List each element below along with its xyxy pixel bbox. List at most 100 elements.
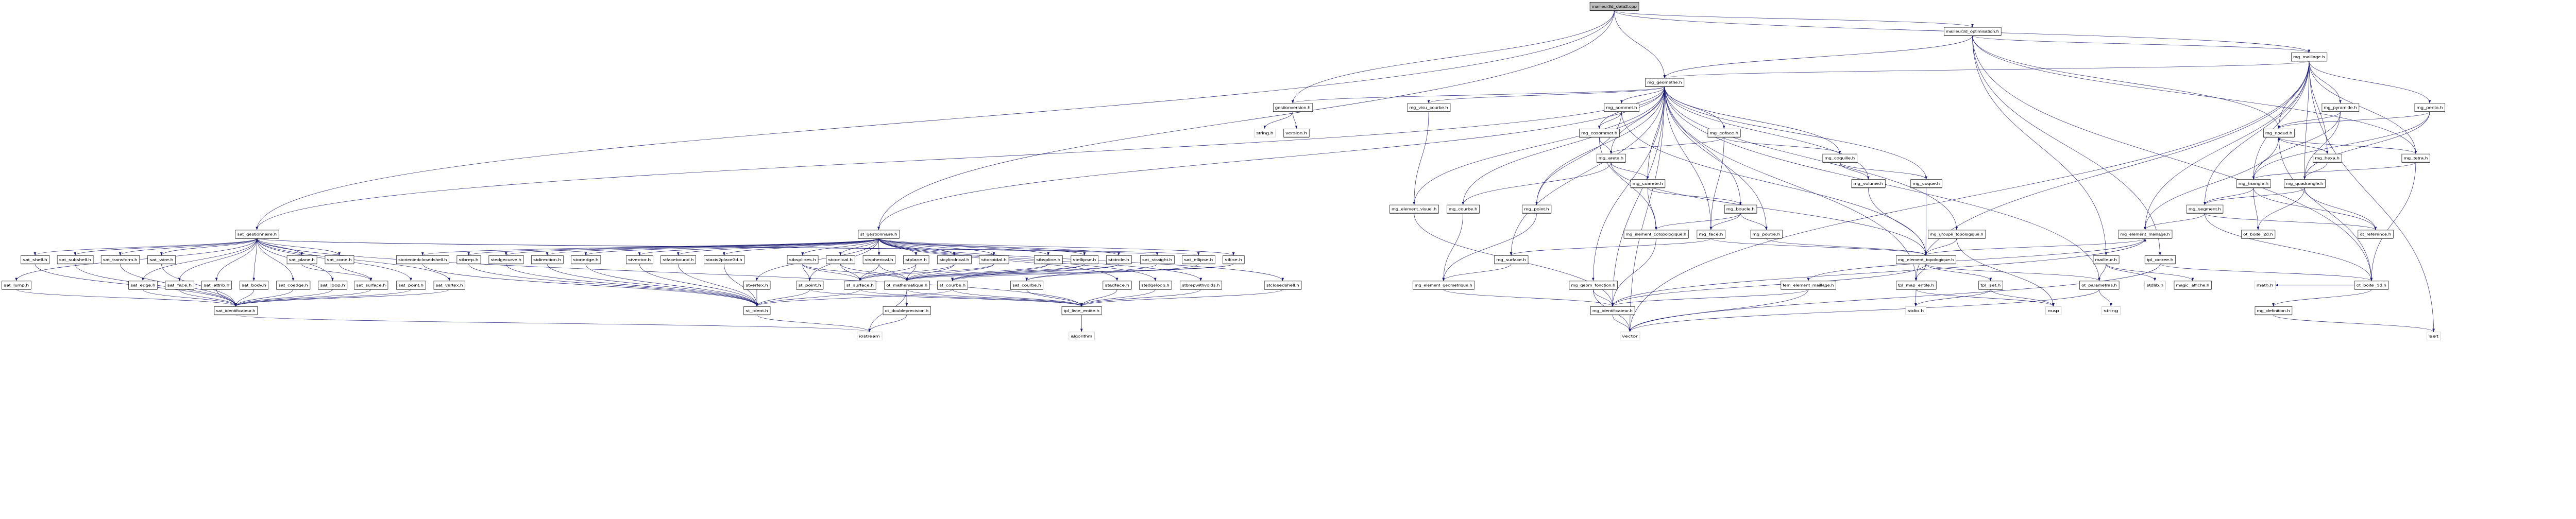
graph-node-mg-poutre-h[interactable]: mg_poutre.h xyxy=(1750,230,1783,239)
graph-node-stbspline-h[interactable]: stbspline.h xyxy=(1034,255,1063,265)
graph-node-sat-point-h[interactable]: sat_point.h xyxy=(396,281,426,290)
graph-node-sat-transform-h[interactable]: sat_transform.h xyxy=(100,255,140,265)
graph-node-sat-shell-h[interactable]: sat_shell.h xyxy=(21,255,50,265)
graph-node-st-ident-h[interactable]: st_ident.h xyxy=(743,306,771,316)
graph-node-mg-coquille-h[interactable]: mg_coquille.h xyxy=(1822,153,1857,163)
graph-node-mg-point-h[interactable]: mg_point.h xyxy=(1522,204,1552,214)
graph-node-mg-pyramide-h[interactable]: mg_pyramide.h xyxy=(2321,103,2360,112)
graph-node-ot-reference-h[interactable]: ot_reference.h xyxy=(2358,230,2394,239)
graph-node-fem-element-maillage-h[interactable]: fem_element_maillage.h xyxy=(1781,281,1836,290)
graph-node-mg-segment-h[interactable]: mg_segment.h xyxy=(2187,204,2224,214)
graph-node-mg-element-geometrique-h[interactable]: mg_element_geometrique.h xyxy=(1413,281,1475,290)
graph-node-st-surface-h[interactable]: st_surface.h xyxy=(844,281,876,290)
graph-node-sat-gestionnaire-h[interactable]: sat_gestionnaire.h xyxy=(235,230,279,239)
graph-node-version-h[interactable]: version.h xyxy=(1283,128,1310,138)
graph-node-stbsplines-h[interactable]: stbsplines.h xyxy=(787,255,819,265)
graph-node-mailleur3d-optimisation-h[interactable]: mailleur3d_optimisation.h xyxy=(1944,27,2002,36)
graph-node-stedgeloop-h[interactable]: stedgeloop.h xyxy=(1139,281,1172,290)
graph-node-sat-cone-h[interactable]: sat_cone.h xyxy=(325,255,354,265)
graph-node-mg-face-h[interactable]: mg_face.h xyxy=(1697,230,1725,239)
graph-node-sttoroidal-h[interactable]: sttoroidal.h xyxy=(979,255,1009,265)
graph-node-storientedclosedshell-h[interactable]: storientedclosedshell.h xyxy=(396,255,450,265)
graph-node-mg-quadrangle-h[interactable]: mg_quadrangle.h xyxy=(2284,179,2326,188)
graph-node-ot-boite-2d-h[interactable]: ot_boite_2d.h xyxy=(2241,230,2276,239)
graph-node-mg-element-maillage-h[interactable]: mg_element_maillage.h xyxy=(2118,230,2173,239)
graph-node-stdlib-h[interactable]: stdlib.h xyxy=(2144,281,2166,290)
graph-node-mg-visu-courbe-h[interactable]: mg_visu_courbe.h xyxy=(1407,103,1451,112)
graph-node-sat-identificateur-h[interactable]: sat_identificateur.h xyxy=(214,306,258,316)
graph-node-stellipse-h[interactable]: stellipse.h xyxy=(1071,255,1098,265)
graph-node-st-point-h[interactable]: st_point.h xyxy=(796,281,824,290)
graph-node-ot-boite-3d-h[interactable]: ot_boite_3d.h xyxy=(2354,281,2389,290)
graph-node-mg-definition-h[interactable]: mg_definition.h xyxy=(2255,306,2293,316)
graph-node-mg-noeud-h[interactable]: mg_noeud.h xyxy=(2263,128,2295,138)
graph-node-sat-surface-h[interactable]: sat_surface.h xyxy=(354,281,388,290)
graph-node-mg-boucle-h[interactable]: mg_boucle.h xyxy=(1724,204,1757,214)
graph-node-vector[interactable]: vector xyxy=(1620,332,1640,340)
graph-node-stspherical-h[interactable]: stspherical.h xyxy=(862,255,896,265)
graph-node-sat-plane-h[interactable]: sat_plane.h xyxy=(286,255,317,265)
graph-node-map[interactable]: map xyxy=(2045,306,2062,315)
graph-node-mg-coque-h[interactable]: mg_coque.h xyxy=(1910,179,1942,188)
graph-node-mailleur3d-data2-cpp[interactable]: mailleur3d_data2.cpp xyxy=(1589,2,1639,11)
graph-node-sat-coedge-h[interactable]: sat_coedge.h xyxy=(276,281,311,290)
graph-node-iostream[interactable]: iostream xyxy=(857,332,883,340)
graph-node-stvertex-h[interactable]: stvertex.h xyxy=(743,281,771,290)
graph-node-sat-lump-h[interactable]: sat_lump.h xyxy=(2,281,31,290)
graph-node-stedgecurve-h[interactable]: stedgecurve.h xyxy=(488,255,524,265)
graph-node-mg-element-cotopologique-h[interactable]: mg_element_cotopologique.h xyxy=(1623,230,1689,239)
graph-node-staxis2place3d-h[interactable]: staxis2place3d.h xyxy=(704,255,745,265)
graph-node-mg-cosommet-h[interactable]: mg_cosommet.h xyxy=(1579,128,1620,138)
graph-node-stdio-h[interactable]: stdio.h xyxy=(1905,306,1926,315)
graph-node-stline-h[interactable]: stline.h xyxy=(1223,255,1245,265)
graph-node-mg-coface-h[interactable]: mg_coface.h xyxy=(1707,128,1741,138)
graph-node-math-h[interactable]: math.h xyxy=(2254,281,2276,290)
graph-node-mg-coarete-h[interactable]: mg_coarete.h xyxy=(1630,179,1666,188)
graph-node-algorithm[interactable]: algorithm xyxy=(1069,332,1095,340)
graph-node-tpl-set-h[interactable]: tpl_set.h xyxy=(1978,281,2003,290)
graph-node-sat-subshell-h[interactable]: sat_subshell.h xyxy=(57,255,94,265)
graph-node-gestionversion-h[interactable]: gestionversion.h xyxy=(1273,103,1313,112)
graph-node-mg-element-topologique-h[interactable]: mg_element_topologique.h xyxy=(1896,255,1956,265)
graph-node-stplane-h[interactable]: stplane.h xyxy=(903,255,929,265)
graph-node-mg-sommet-h[interactable]: mg_sommet.h xyxy=(1604,103,1640,112)
graph-node-stclosedshell-h[interactable]: stclosedshell.h xyxy=(1264,281,1302,290)
graph-node-mg-geometrie-h[interactable]: mg_geometrie.h xyxy=(1645,78,1685,87)
graph-node-sat-body-h[interactable]: sat_body.h xyxy=(240,281,269,290)
graph-node-ot-mathematique-h[interactable]: ot_mathematique.h xyxy=(884,281,930,290)
graph-node-stvector-h[interactable]: stvector.h xyxy=(626,255,653,265)
graph-node-ot-doubleprecision-h[interactable]: ot_doubleprecision.h xyxy=(883,306,931,316)
graph-node-mg-courbe-h[interactable]: mg_courbe.h xyxy=(1447,204,1480,214)
graph-node-sat-attrib-h[interactable]: sat_attrib.h xyxy=(201,281,232,290)
graph-node-mg-triangle-h[interactable]: mg_triangle.h xyxy=(2236,179,2271,188)
graph-node-sat-edge-h[interactable]: sat_edge.h xyxy=(128,281,158,290)
graph-node-mg-identificateur-h[interactable]: mg_identificateur.h xyxy=(1590,306,1635,316)
graph-node-sat-vertex-h[interactable]: sat_vertex.h xyxy=(433,281,466,290)
graph-node-stfacebound-h[interactable]: stfacebound.h xyxy=(660,255,696,265)
graph-node-mg-groupe-topologique-h[interactable]: mg_groupe_topologique.h xyxy=(1928,230,1986,239)
graph-node-mailleur-h[interactable]: mailleur.h xyxy=(2093,255,2120,265)
graph-node-stcylindrical-h[interactable]: stcylindrical.h xyxy=(937,255,972,265)
graph-node-mg-arete-h[interactable]: mg_arete.h xyxy=(1596,153,1626,163)
graph-node-stdirection-h[interactable]: stdirection.h xyxy=(531,255,564,265)
graph-node-sat-straight-h[interactable]: sat_straight.h xyxy=(1140,255,1175,265)
graph-node-mg-surface-h[interactable]: mg_surface.h xyxy=(1494,255,1529,265)
graph-node-mg-penta-h[interactable]: mg_penta.h xyxy=(2414,103,2446,112)
graph-node-mg-hexa-h[interactable]: mg_hexa.h xyxy=(2313,153,2342,163)
graph-node-stadface-h[interactable]: stadface.h xyxy=(1103,281,1132,290)
graph-node-mg-maillage-h[interactable]: mg_maillage.h xyxy=(2291,53,2328,62)
graph-node-stbrep-h[interactable]: stbrep.h xyxy=(456,255,481,265)
graph-node-sat-ellipse-h[interactable]: sat_ellipse.h xyxy=(1182,255,1215,265)
graph-node-magic-affiche-h[interactable]: magic_affiche.h xyxy=(2174,281,2212,290)
graph-node-sat-wire-h[interactable]: sat_wire.h xyxy=(147,255,176,265)
graph-node-set[interactable]: set xyxy=(2427,332,2441,340)
graph-node-sat-loop-h[interactable]: sat_loop.h xyxy=(318,281,348,290)
graph-node-string[interactable]: string xyxy=(2102,306,2121,315)
graph-node-stconical-h[interactable]: stconical.h xyxy=(826,255,855,265)
graph-node-stbrepwithvoids-h[interactable]: stbrepwithvoids.h xyxy=(1180,281,1223,290)
graph-node-storiedge-h[interactable]: storiedge.h xyxy=(571,255,601,265)
graph-node-sat-courbe-h[interactable]: sat_courbe.h xyxy=(1010,281,1044,290)
graph-node-tpl-liste-entite-h[interactable]: tpl_liste_entite.h xyxy=(1061,306,1102,316)
graph-node-ot-parametres-h[interactable]: ot_parametres.h xyxy=(2079,281,2120,290)
graph-node-st-courbe-h[interactable]: st_courbe.h xyxy=(937,281,968,290)
